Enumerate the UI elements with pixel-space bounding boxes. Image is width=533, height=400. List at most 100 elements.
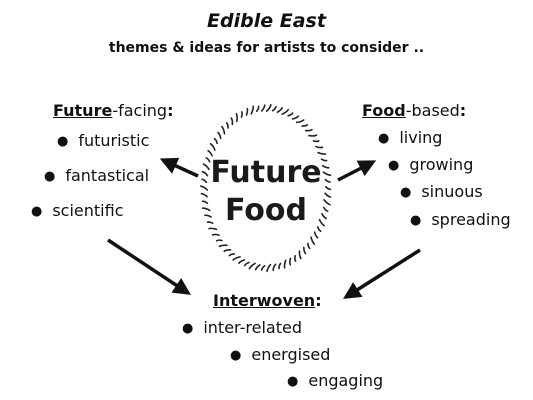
oval-hatch-mark [208,227,218,231]
oval-hatch-mark [238,259,246,264]
diagram-title: Edible East [207,10,326,32]
oval-hatch-mark [278,262,282,270]
future-facing-item: ●futuristic [57,131,149,150]
oval-hatch-mark [201,178,208,184]
list-item-label: growing [409,155,474,174]
list-item-label: sinuous [421,182,483,201]
interwoven-heading-colon: : [315,291,322,310]
food-based-heading-rest: -based [405,101,460,120]
oval-hatch-mark [312,140,320,143]
oval-hatch-mark [260,104,266,112]
bullet-icon: ● [400,185,412,200]
oval-hatch-mark [283,259,287,269]
oval-hatch-mark [307,242,311,250]
oval-hatch-mark [235,113,238,123]
bullet-icon: ● [44,169,56,184]
oval-hatch-mark [325,185,332,191]
food-based-item: ● sinuous [400,182,483,201]
bullet-icon: ● [378,131,390,146]
oval-hatch-mark [215,239,223,242]
oval-hatch-mark [225,122,229,129]
oval-hatch-mark [209,143,216,151]
interwoven-item: ● inter-related [182,318,302,337]
oval-hatch-mark [228,253,236,257]
list-item-label: living [399,128,443,147]
future-facing-heading-key: Future [53,101,113,120]
oval-hatch-mark [265,104,272,112]
interwoven-heading-key: Interwoven [213,291,316,310]
oval-hatch-mark [323,206,329,212]
oval-hatch-mark [201,207,211,212]
oval-hatch-mark [318,218,325,227]
oval-hatch-mark [323,199,331,206]
oval-hatch-mark [250,105,255,115]
oval-hatch-mark [317,151,327,155]
diagram-subtitle: themes & ideas for artists to consider .… [108,40,425,56]
oval-hatch-mark [243,261,250,267]
bullet-icon: ● [182,321,194,336]
interwoven-item: ●energised [230,345,330,364]
food-based-heading: Food-based: [362,101,466,120]
oval-hatch-mark [321,213,327,220]
oval-hatch-mark [324,178,331,183]
oval-hatch-mark [310,236,316,245]
oval-hatch-mark [298,250,302,260]
bullet-icon: ● [388,158,400,173]
bullet-icon: ● [410,213,422,228]
oval-hatch-mark [322,171,332,176]
oval-hatch-mark [217,131,222,140]
oval-hatch-mark [230,117,234,126]
oval-hatch-mark [281,108,289,115]
oval-hatch-mark [232,256,241,261]
center-title-line2: Food [225,193,307,228]
arrow-to-future-facing [159,157,199,178]
list-item-label: fantastical [65,166,150,185]
center-oval [200,104,332,273]
future-facing-item: ● scientific [31,201,124,220]
oval-hatch-mark [200,185,209,191]
oval-hatch-mark [206,221,214,224]
food-based-heading-colon: : [459,101,467,120]
oval-hatch-mark [223,248,232,253]
arrow-left-to-interwoven [107,238,191,295]
oval-hatch-mark [313,231,319,239]
oval-hatch-mark [218,244,228,248]
list-item-label: engaging [308,371,384,390]
oval-hatch-mark [301,124,308,127]
future-facing-heading-colon: : [167,101,174,120]
list-item-label: futuristic [78,131,150,150]
food-based-item: ● living [378,128,442,147]
oval-hatch-mark [303,246,307,255]
bullet-icon: ● [287,374,299,389]
food-based-item: ● spreading [410,210,511,229]
oval-hatch-mark [321,164,330,169]
list-item-label: inter-related [203,318,302,337]
list-item-label: scientific [52,201,124,220]
oval-hatch-mark [255,105,260,112]
oval-hatch-mark [211,233,220,236]
oval-hatch-mark [221,125,226,135]
oval-hatch-mark [272,263,277,272]
oval-hatch-mark [294,255,297,262]
oval-hatch-mark [316,226,322,232]
oval-hatch-mark [289,257,292,266]
oval-hatch-mark [271,105,277,112]
oval-hatch-mark [205,157,211,163]
oval-hatch-mark [240,111,243,118]
oval-hatch-mark [266,263,272,273]
future-facing-heading: Future-facing: [53,101,173,120]
oval-hatch-mark [201,200,209,205]
oval-hatch-mark [287,112,294,117]
future-facing-item: ● fantastical [44,166,149,185]
interwoven-item: ● engaging [287,371,383,390]
oval-hatch-mark [315,145,324,149]
bullet-icon: ● [31,204,43,219]
arrow-to-food-based [337,160,377,182]
food-based-item: ● growing [388,155,473,174]
oval-hatch-mark [304,128,313,132]
list-item-label: spreading [431,210,511,229]
oval-hatch-mark [201,170,209,177]
center-title-line1: Future [210,155,322,190]
oval-hatch-mark [245,107,249,116]
